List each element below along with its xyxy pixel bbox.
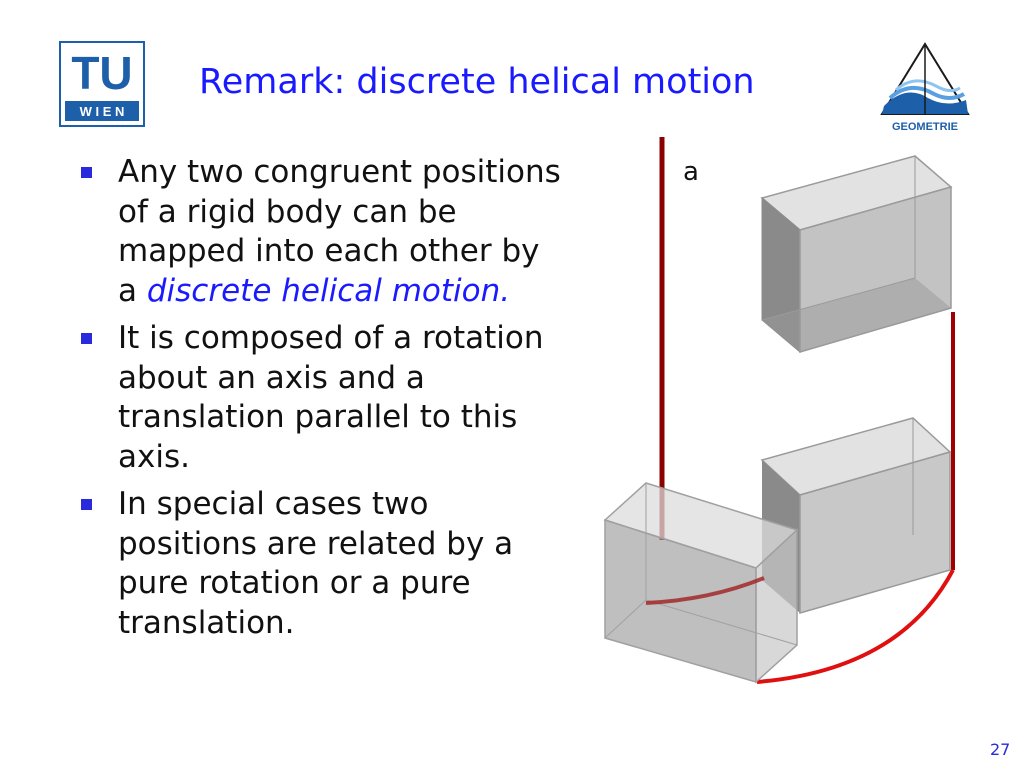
bullet-item-3: In special cases two positions are relat… <box>78 485 568 643</box>
bullet-square-icon <box>81 499 92 510</box>
box-top <box>760 155 953 354</box>
helical-motion-figure <box>603 137 955 684</box>
helix-arc-inner <box>645 576 765 605</box>
bullet-2-text: It is composed of a rotation about an ax… <box>118 320 544 475</box>
bullet-1-text: Any two congruent positions of a rigid b… <box>118 154 561 309</box>
bullet-square-icon <box>81 167 92 178</box>
bullet-item-1: Any two congruent positions of a rigid b… <box>78 153 568 311</box>
helix-arc-bottom <box>756 569 955 684</box>
tu-wien-logo-icon: TU W I E N <box>59 41 145 127</box>
bullet-1-emphasis: discrete helical motion. <box>146 272 511 309</box>
page-title: Remark: discrete helical motion <box>199 62 755 102</box>
logo-tu-text: TU <box>71 47 132 99</box>
bullet-list: Any two congruent positions of a rigid b… <box>78 153 568 651</box>
geometrie-label: GEOMETRIE <box>892 121 958 133</box>
geometrie-logo-icon: GEOMETRIE <box>880 42 970 133</box>
logo-wien-text: W I E N <box>80 104 125 119</box>
axis-label: a <box>683 157 699 187</box>
page-number: 27 <box>990 740 1011 759</box>
box-front <box>603 482 799 684</box>
bullet-square-icon <box>81 333 92 344</box>
box-middle <box>760 417 952 614</box>
bullet-3-text: In special cases two positions are relat… <box>118 486 514 641</box>
bullet-item-2: It is composed of a rotation about an ax… <box>78 319 568 477</box>
